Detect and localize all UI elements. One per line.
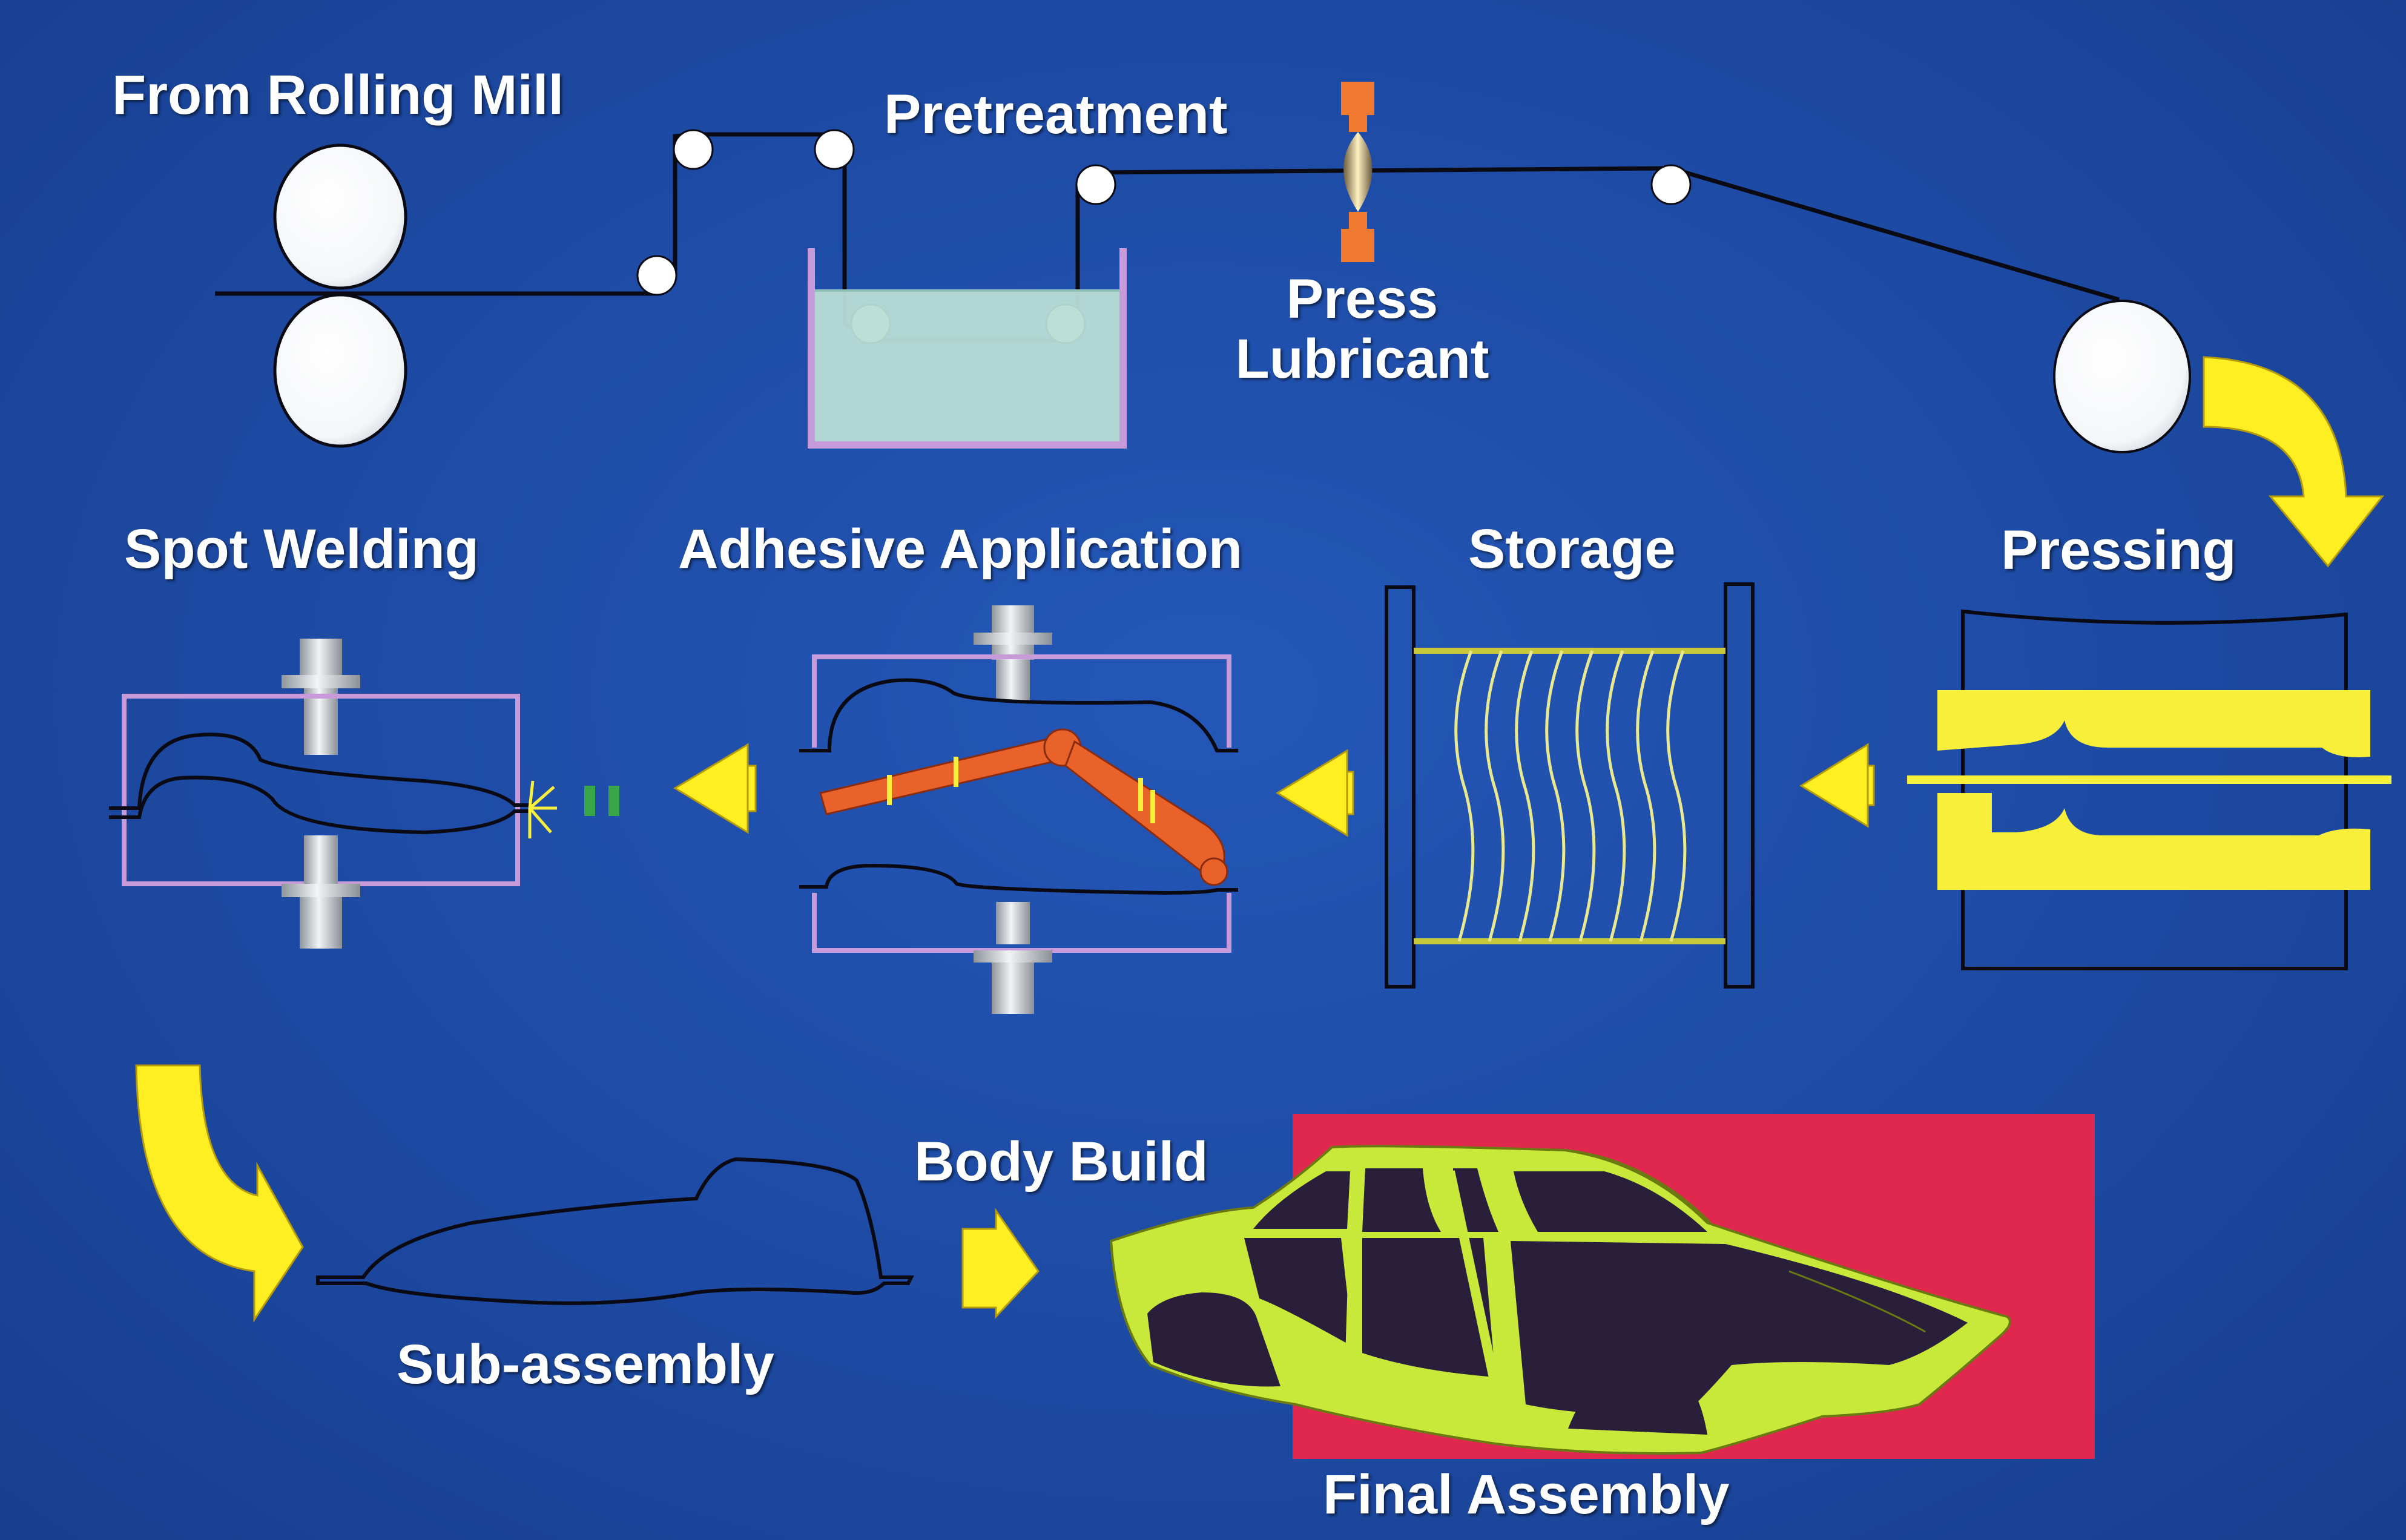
- curved-arrow-to-pressing: [2203, 356, 2385, 568]
- upper-roller: [273, 143, 407, 290]
- lubricant-nozzle: [1341, 82, 1374, 262]
- label-pretreatment: Pretreatment: [884, 84, 1228, 145]
- sub-assembly-panel: [316, 1157, 914, 1305]
- label-spot-welding: Spot Welding: [124, 518, 480, 580]
- steel-coil: [2053, 300, 2191, 453]
- label-press-lubricant: Press Lubricant: [1235, 268, 1489, 390]
- strip-path: [215, 132, 2120, 343]
- lower-roller: [273, 293, 407, 448]
- spot-welding-press: [109, 639, 619, 949]
- curved-arrow-to-sub-assembly: [135, 1064, 304, 1323]
- car-body: [1109, 1145, 2011, 1455]
- guide-pulleys: [636, 129, 1692, 344]
- label-pressing: Pressing: [2001, 519, 2236, 581]
- adhesive-press: [799, 605, 1238, 1014]
- label-body-build: Body Build: [914, 1131, 1208, 1193]
- press-die: [1907, 609, 2391, 970]
- pretreatment-tank: [808, 248, 1127, 449]
- arrow-to-body-build: [961, 1208, 1040, 1319]
- label-from-rolling-mill: From Rolling Mill: [112, 64, 564, 126]
- storage-rack: [1385, 582, 1755, 989]
- label-storage: Storage: [1468, 518, 1676, 580]
- label-sub-assembly: Sub-assembly: [397, 1334, 774, 1395]
- label-adhesive-application: Adhesive Application: [678, 518, 1243, 580]
- adhesive-robot-arm: [819, 728, 1228, 886]
- label-final-assembly: Final Assembly: [1323, 1464, 1730, 1525]
- flow-arrows-middle: [673, 743, 1875, 837]
